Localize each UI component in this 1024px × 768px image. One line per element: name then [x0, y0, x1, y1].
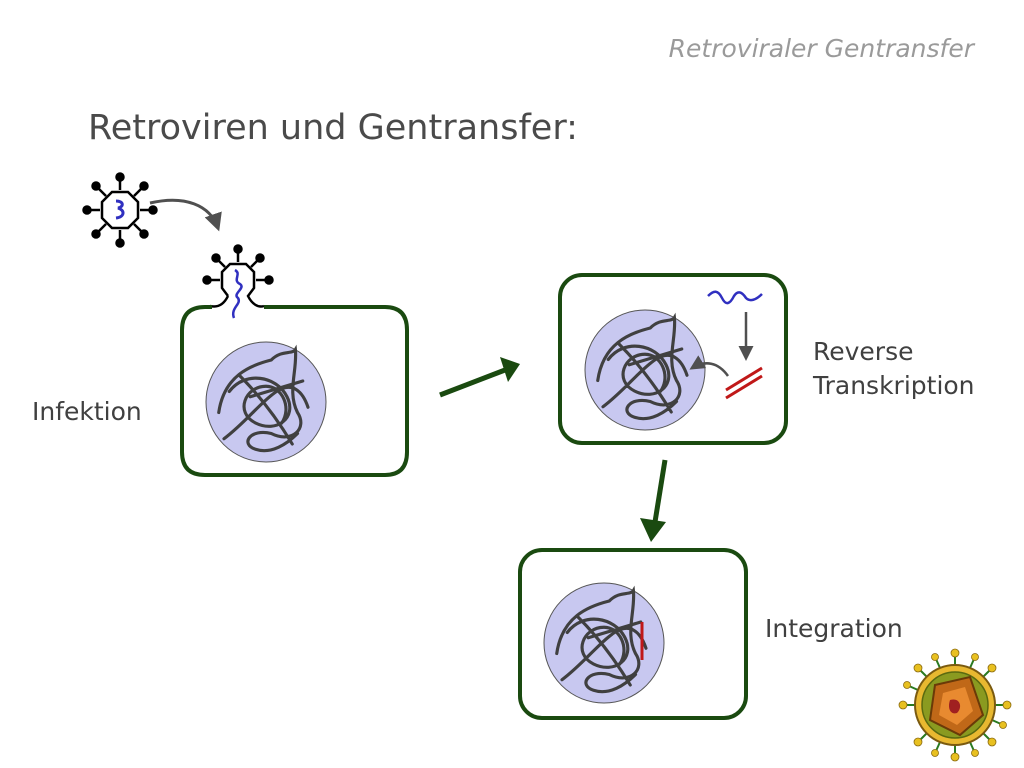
hiv-virus-logo-icon [898, 648, 1012, 762]
label-reverse-transcription: Reverse Transkription [813, 335, 975, 403]
label-reverse-line2: Transkription [813, 371, 975, 400]
cell-reverse-transcription [558, 273, 788, 445]
label-infektion: Infektion [32, 397, 142, 426]
virus-docking-icon [202, 244, 274, 319]
label-integration: Integration [765, 614, 903, 643]
virus-icon [82, 172, 158, 248]
cell-integration [518, 548, 748, 720]
curved-arrow-icon [149, 198, 222, 232]
arrow-to-integration-icon [640, 459, 668, 542]
label-reverse-line1: Reverse [813, 337, 914, 366]
cell-infection [180, 305, 409, 477]
arrow-to-reverse-transcription-icon [439, 357, 520, 398]
header-title: Retroviraler Gentransfer [668, 34, 974, 63]
slide-title: Retroviren und Gentransfer: [88, 108, 578, 148]
